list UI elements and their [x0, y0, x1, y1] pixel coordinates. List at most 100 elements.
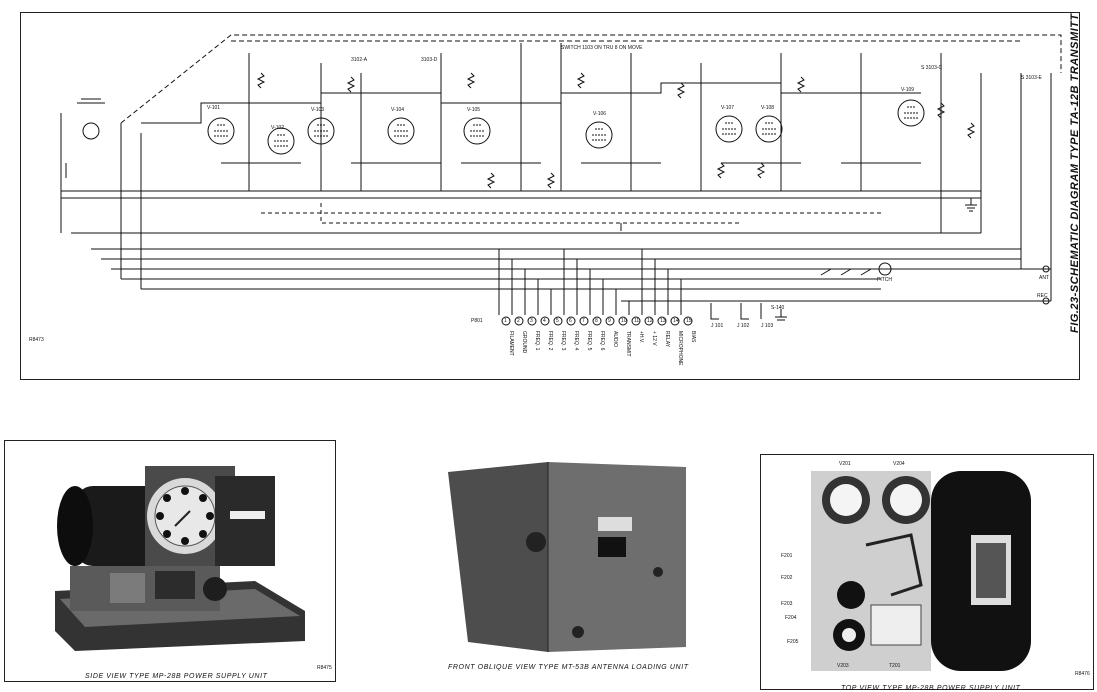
connector-pin-function: FREQ. 3	[560, 331, 566, 351]
resistor-symbol	[756, 162, 766, 179]
tube-label-8: V-108	[761, 105, 775, 111]
connector-pin	[605, 316, 615, 326]
connector-pin	[553, 316, 563, 326]
connector-pin-function: FREQ. 1	[534, 331, 540, 351]
photo-right-label-3: F201	[781, 553, 793, 559]
photo-right-label-6: F204	[785, 615, 797, 621]
photo-center-caption: FRONT OBLIQUE VIEW TYPE MT-53B ANTENNA L…	[448, 664, 689, 671]
tube-label-4: V-104	[391, 107, 405, 113]
connector-pin-number: 10	[621, 318, 627, 324]
resistor-symbol	[486, 172, 496, 189]
resistor-symbol	[716, 162, 726, 179]
tube-symbol	[207, 117, 235, 145]
schematic-wiring	[60, 34, 1062, 326]
resistor-symbol	[796, 76, 806, 93]
connector-pin-function: AUDIO	[612, 331, 618, 347]
tube-label-7: V-107	[721, 105, 735, 111]
connector-pin	[579, 316, 589, 326]
connector-pin-number: 9	[608, 318, 611, 324]
connector-pin-number: 11	[634, 318, 640, 324]
connector-pin-number: 13	[660, 318, 666, 324]
tube-symbol	[463, 117, 491, 145]
connector-pin-function: TRANSMIT	[625, 331, 631, 357]
tube-label-9: V-109	[901, 87, 915, 93]
resistor-symbol	[966, 122, 976, 139]
connector-pin-number: 1	[504, 318, 507, 324]
schematic-title: FIG.23-SCHEMATIC DIAGRAM TYPE TA-12B TRA…	[1069, 12, 1080, 333]
connector-pin-number: 2	[517, 318, 520, 324]
connector-pin	[670, 316, 680, 326]
connector-pin	[657, 316, 667, 326]
connector-pin-number: 14	[673, 318, 679, 324]
connector-pin-function: RELAY	[664, 331, 670, 348]
photo-right-caption: TOP VIEW TYPE MP-28B POWER SUPPLY UNIT	[841, 685, 1021, 692]
tube-symbol	[585, 121, 613, 149]
tube-label-3: V-103	[311, 107, 325, 113]
connector-pin-function: GROUND	[521, 331, 527, 354]
photo-right-code: R8476	[1075, 671, 1090, 677]
connector-pin	[644, 316, 654, 326]
resistor-symbol	[466, 72, 476, 89]
connector-pin	[592, 316, 602, 326]
photo-right-label-8: V203	[837, 663, 849, 669]
connector-pin-function: + 12 V	[651, 331, 657, 346]
connector-pin-number: 15	[686, 318, 692, 324]
terminal-rec-label: REC	[1037, 293, 1048, 299]
connector-pin	[514, 316, 524, 326]
top-note: SWITCH 1103 ON TRU 8 ON MOVE	[561, 45, 643, 51]
switch-label-far-right: S 3103-E	[1021, 75, 1042, 81]
jack-label-1: J 101	[711, 323, 724, 329]
connector-pin	[527, 316, 537, 326]
photo-right-label-2: V204	[893, 461, 905, 467]
jack-label-3: J 103	[761, 323, 774, 329]
tube-symbol	[897, 99, 925, 127]
photo-right-label-9: T201	[889, 663, 901, 669]
power-supply-side-photo: SIDE VIEW TYPE MP-28B POWER SUPPLY UNIT …	[4, 440, 336, 682]
tube-label-2: V-102	[271, 125, 285, 131]
tube-symbol	[715, 115, 743, 143]
resistor-symbol	[346, 76, 356, 93]
photo-left-caption: SIDE VIEW TYPE MP-28B POWER SUPPLY UNIT	[85, 673, 268, 680]
connector-pin	[501, 316, 511, 326]
tube-symbol	[387, 117, 415, 145]
connector-pin	[631, 316, 641, 326]
connector-pin-function: FREQ. 5	[586, 331, 592, 351]
connector-pin-function: FREQ. 4	[573, 331, 579, 351]
tube-label-1: V-101	[207, 105, 221, 111]
tube-symbol	[755, 115, 783, 143]
pitch-label: PITCH	[877, 277, 892, 283]
antenna-loading-unit-image	[448, 462, 686, 652]
connector-pin-number: 6	[569, 318, 572, 324]
antenna-loading-unit-photo: FRONT OBLIQUE VIEW TYPE MT-53B ANTENNA L…	[448, 462, 688, 671]
power-supply-side-image	[55, 466, 305, 651]
photo-left-code: R8475	[317, 665, 332, 671]
connector-pin-number: 3	[530, 318, 533, 324]
connector-pin	[566, 316, 576, 326]
connector-pin-function: MICROPHONE	[677, 331, 683, 366]
connector-pin-number: 12	[647, 318, 653, 324]
connector-pin-function: FILAMENT	[508, 331, 514, 356]
switch-label-mid: 3102-A	[351, 57, 368, 63]
resistor-symbol	[576, 72, 586, 89]
resistor-symbol	[676, 82, 686, 99]
jack-label-2: J 102	[737, 323, 750, 329]
tube-label-5: V-105	[467, 107, 481, 113]
switch-label-right-top: S 3103-C	[921, 65, 943, 71]
schematic-diagram: SWITCH 1103 ON TRU 8 ON MOVE 3103-D 3102…	[20, 12, 1080, 380]
resistor-symbol	[936, 102, 946, 119]
resistor-symbol	[256, 72, 266, 89]
connector-pin	[683, 316, 693, 326]
power-supply-top-image	[811, 471, 1031, 671]
connector-pin-number: 5	[556, 318, 559, 324]
photo-right-label-7: F205	[787, 639, 799, 645]
connector-pin-number: 8	[595, 318, 598, 324]
connector-pin-function: FREQ. 6	[599, 331, 605, 351]
photo-right-label-4: F202	[781, 575, 793, 581]
switch-bottom-label: S-140	[771, 305, 785, 311]
connector-pin-number: 7	[582, 318, 585, 324]
corner-code: R8473	[29, 337, 44, 343]
connector-pin	[540, 316, 550, 326]
switch-label-left: 3103-D	[421, 57, 438, 63]
connector-pin-number: 4	[543, 318, 546, 324]
connector-pin-function: +H.V.	[638, 331, 644, 344]
